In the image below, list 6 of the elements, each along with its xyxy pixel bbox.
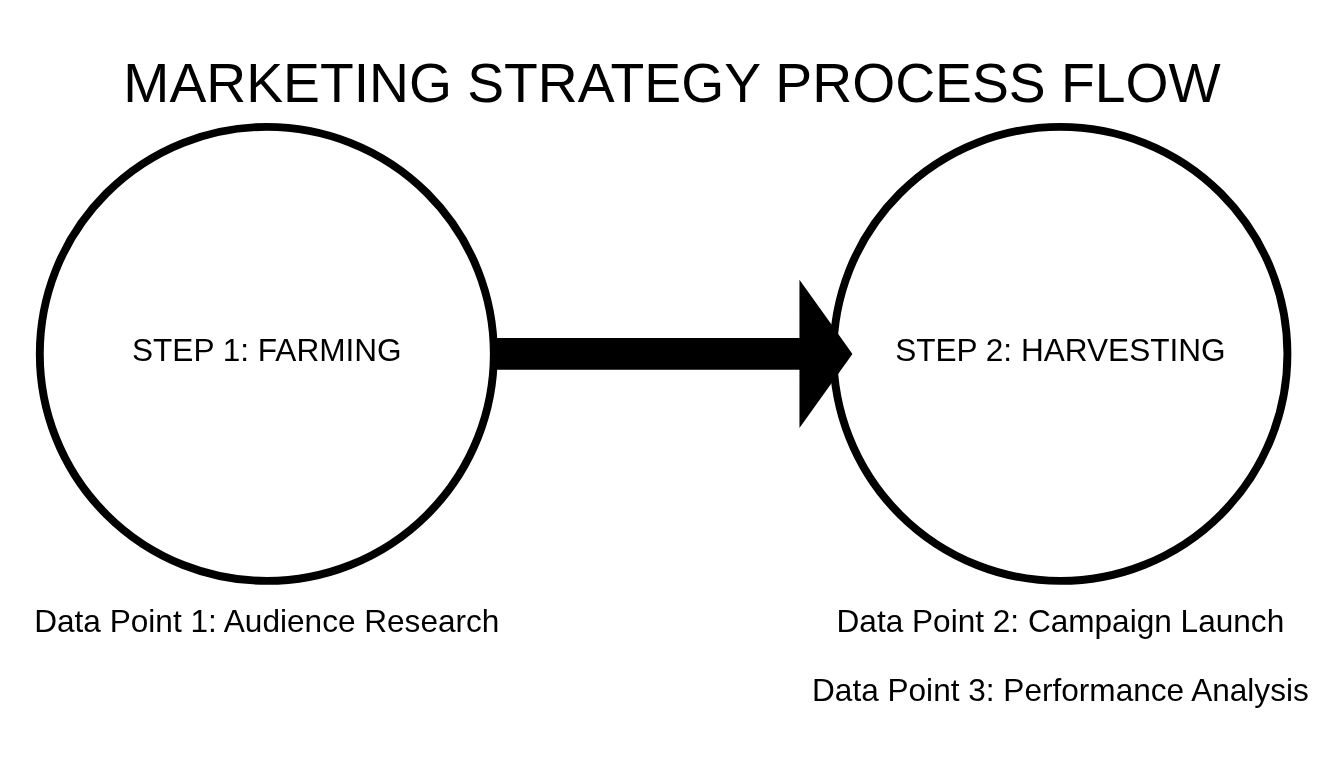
node-label: Data Point 3: Performance Analysis: [812, 671, 1309, 708]
node-label: Data Point 1: Audience Research: [34, 602, 500, 639]
diagram-title: MARKETING STRATEGY PROCESS FLOW: [123, 51, 1221, 114]
node-label: Data Point 2: Campaign Launch: [836, 602, 1285, 639]
node-circle: STEP 2: HARVESTING: [829, 122, 1292, 585]
node-circle: STEP 1: FARMING: [35, 122, 498, 585]
